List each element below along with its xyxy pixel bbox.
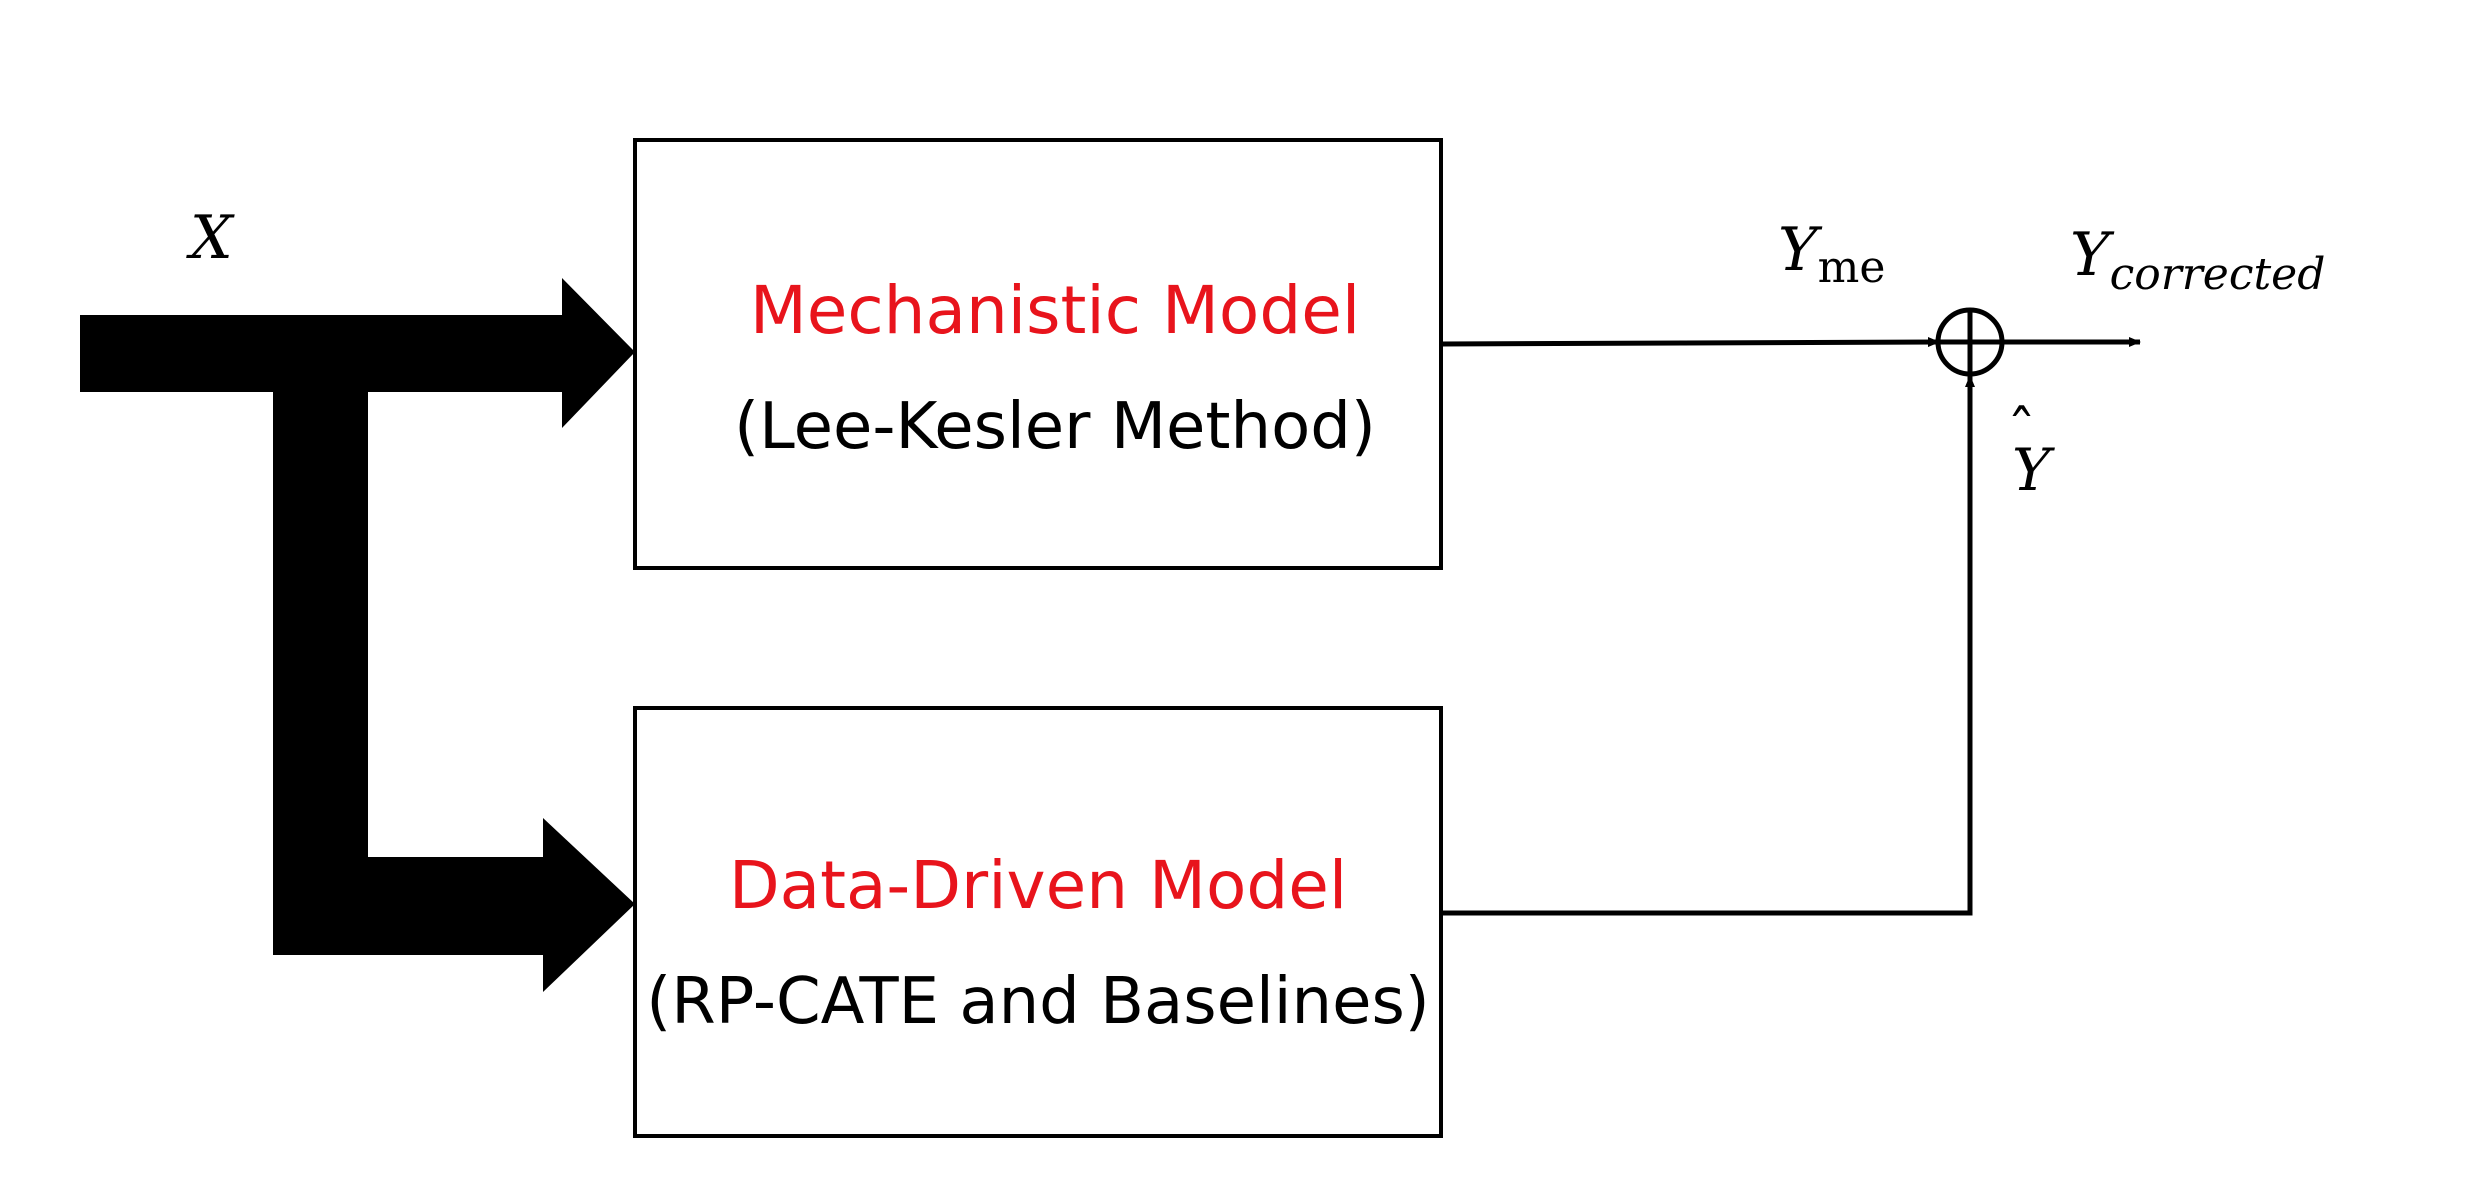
input-split-arrow <box>80 278 635 992</box>
data-driven-model-box <box>633 706 1443 1138</box>
data-driven-model-block: Data-Driven Model (RP-CATE and Baselines… <box>633 706 1443 1138</box>
mechanistic-model-subtitle: (Lee-Kesler Method) <box>734 390 1376 464</box>
data-driven-model-title: Data-Driven Model <box>729 847 1347 924</box>
sum-node: + <box>1935 307 2005 377</box>
y-hat-arrow <box>1441 375 1975 916</box>
y-hat-base: Y <box>2012 436 2055 504</box>
y-me-arrow <box>1440 337 1940 348</box>
mechanistic-model-box <box>633 138 1443 570</box>
data-driven-model-subtitle: (RP-CATE and Baselines) <box>646 965 1430 1039</box>
mechanistic-model-block: Mechanistic Model (Lee-Kesler Method) <box>633 138 1443 570</box>
y-hat-accent: ̂ <box>2012 405 2031 416</box>
y-hat-label: Y ̂ <box>2012 405 2055 504</box>
y-corrected-label: Ycorrected <box>2070 220 2325 300</box>
mechanistic-model-title: Mechanistic Model <box>750 272 1360 349</box>
y-me-label: Yme <box>1778 215 1885 293</box>
input-label-x: X <box>186 203 235 273</box>
